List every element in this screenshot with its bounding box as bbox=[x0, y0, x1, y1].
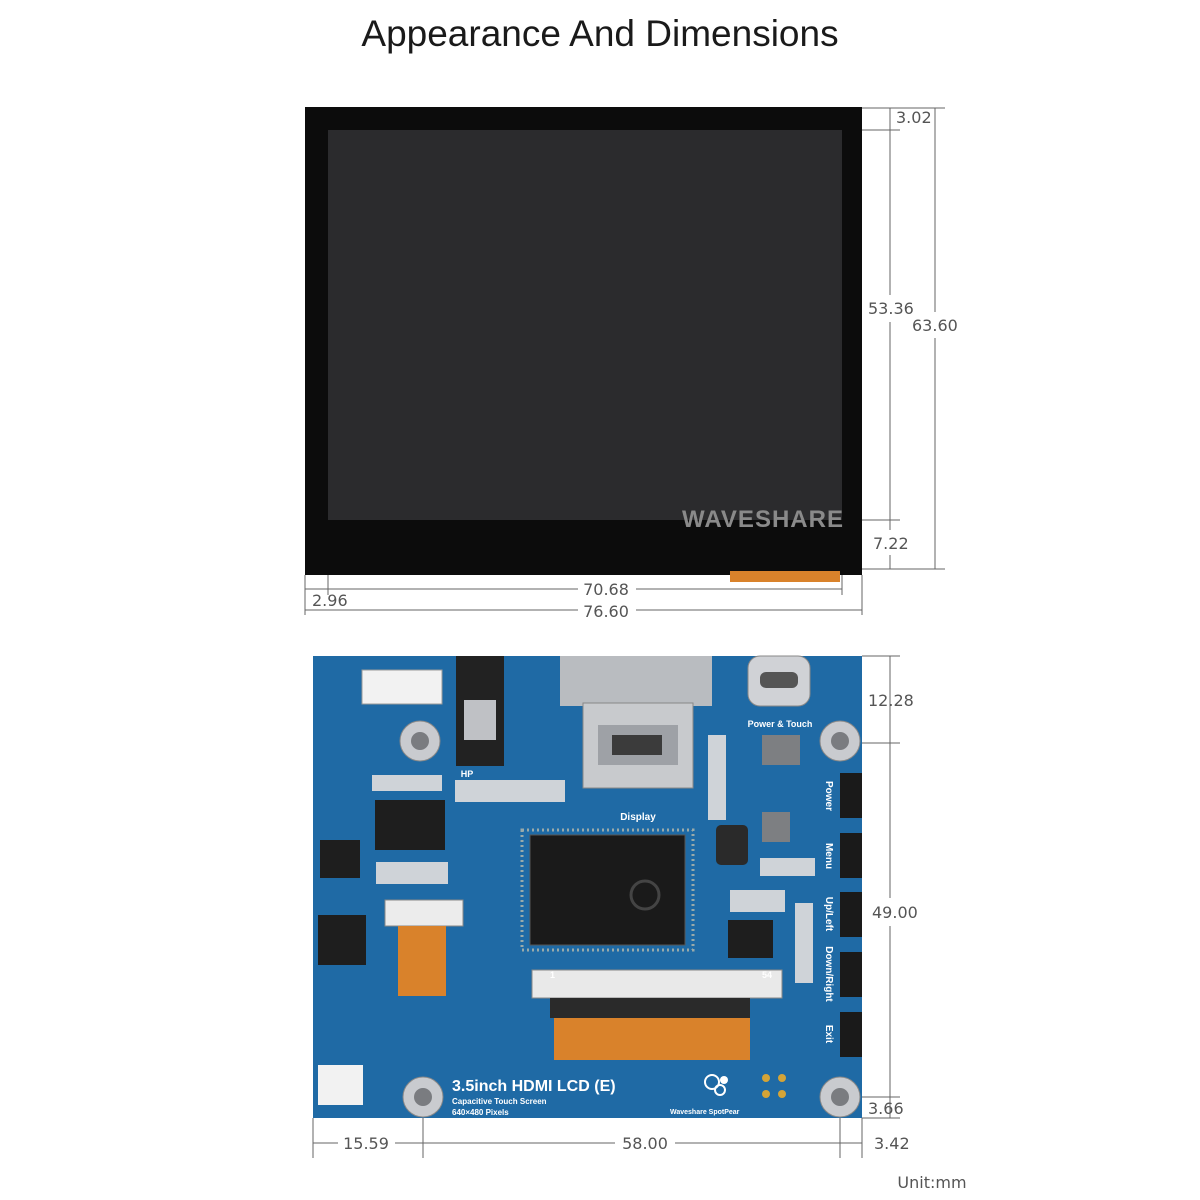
front-view: WAVESHARE 3.02 53.36 63.60 7.22 70.68 2.… bbox=[304, 107, 958, 621]
label-maker: Waveshare SpotPear bbox=[670, 1109, 740, 1116]
dim-total-height: 63.60 bbox=[912, 316, 958, 335]
dim-top-margin: 3.02 bbox=[896, 108, 932, 127]
screen-active-area bbox=[328, 130, 842, 520]
label-button-up-left: Up/Left bbox=[823, 897, 834, 932]
label-hp: HP bbox=[461, 769, 474, 779]
ic-chip bbox=[728, 920, 773, 958]
dim-right-hole: 3.42 bbox=[874, 1134, 910, 1153]
page-title: Appearance And Dimensions bbox=[361, 13, 838, 54]
dim-active-height: 53.36 bbox=[868, 299, 914, 318]
hdmi-shield bbox=[560, 656, 712, 706]
label-button-menu: Menu bbox=[823, 843, 834, 869]
label-button-down-right: Down/Right bbox=[823, 946, 834, 1002]
ic-chip bbox=[375, 800, 445, 850]
dim-bottom-margin: 7.22 bbox=[873, 534, 909, 553]
dim-active-width: 70.68 bbox=[583, 580, 629, 599]
button-exit bbox=[840, 1012, 862, 1057]
dim-left-margin: 2.96 bbox=[312, 591, 348, 610]
main-ic bbox=[529, 834, 686, 946]
button-down-right bbox=[840, 952, 862, 997]
label-board-name: 3.5inch HDMI LCD (E) bbox=[452, 1078, 616, 1095]
ic-chip bbox=[320, 840, 360, 878]
fpc-connector bbox=[531, 969, 783, 999]
unit-label: Unit:mm bbox=[897, 1173, 966, 1192]
label-button-power: Power bbox=[823, 781, 834, 811]
ic-chip bbox=[318, 915, 366, 965]
label-display: Display bbox=[620, 812, 656, 823]
button-power bbox=[840, 773, 862, 818]
dim-hole-span-horizontal: 58.00 bbox=[622, 1134, 668, 1153]
label-board-sub1: Capacitive Touch Screen bbox=[452, 1097, 547, 1106]
touch-fpc-cable bbox=[398, 926, 446, 996]
label-pin-1: 1 bbox=[550, 970, 555, 980]
label-power-touch: Power & Touch bbox=[748, 719, 813, 729]
dim-bottom-hole: 3.66 bbox=[868, 1099, 904, 1118]
label-button-exit: Exit bbox=[823, 1025, 834, 1044]
dim-top-hole: 12.28 bbox=[868, 691, 914, 710]
screen-fpc bbox=[730, 571, 840, 582]
dim-total-width: 76.60 bbox=[583, 602, 629, 621]
brand-watermark: WAVESHARE bbox=[682, 506, 844, 533]
fpc-cable bbox=[554, 1018, 750, 1060]
button-menu bbox=[840, 833, 862, 878]
maker-logo-icon bbox=[704, 1074, 728, 1096]
label-board-sub2: 640×480 Pixels bbox=[452, 1108, 509, 1117]
dim-hole-span-vertical: 49.00 bbox=[872, 903, 918, 922]
dim-left-hole: 15.59 bbox=[343, 1134, 389, 1153]
back-view: HP Display Power & Touch 1 54 Power Menu… bbox=[312, 655, 918, 1158]
white-connector bbox=[361, 669, 443, 705]
button-up-left bbox=[840, 892, 862, 937]
touch-fpc-connector bbox=[384, 899, 464, 927]
label-pin-54: 54 bbox=[762, 970, 772, 980]
